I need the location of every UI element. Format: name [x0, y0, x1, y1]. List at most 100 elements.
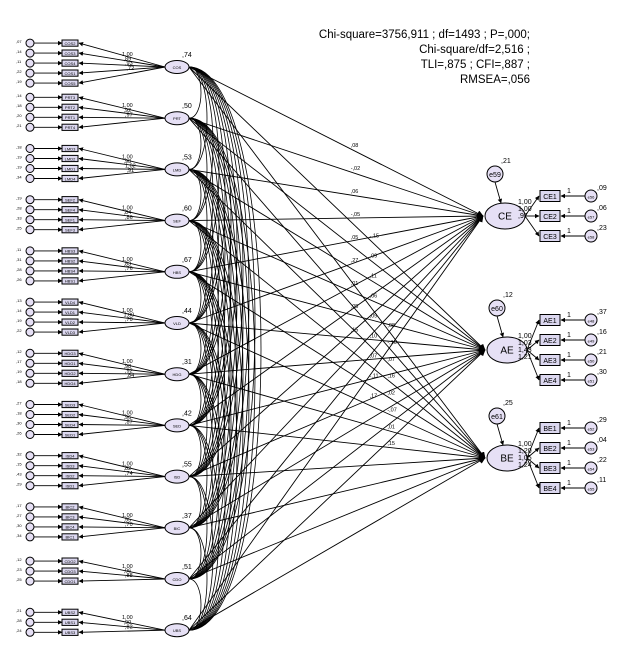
latent-vld	[164, 316, 190, 330]
error-term	[25, 430, 35, 439]
structural-path	[188, 215, 484, 631]
indicator-label: ISD4	[66, 454, 76, 459]
error-variance-label: ,19	[16, 79, 22, 84]
covariance-arc	[188, 578, 202, 631]
fixed-one-label: 1	[567, 480, 571, 487]
error-variance-label: ,31	[16, 257, 22, 262]
error-variance-label: ,23	[16, 567, 22, 572]
latent-variance-label: ,31	[182, 359, 192, 366]
loading-path	[78, 403, 166, 426]
path-coefficient-label: ,08	[351, 143, 359, 149]
indicator-box	[61, 247, 79, 255]
indicator-label: COS1	[65, 71, 77, 76]
error-term	[25, 348, 35, 358]
loading-label: ,98	[124, 159, 132, 165]
structural-path	[188, 322, 486, 459]
error-variance-label: ,18	[16, 103, 22, 108]
indicator-label: ISD3	[66, 464, 76, 469]
structural-path	[188, 348, 486, 426]
loading-label: ,92	[124, 108, 132, 114]
fixed-one-label: 1	[567, 460, 571, 467]
loading-path	[78, 168, 166, 181]
error-term	[25, 410, 35, 419]
indicator-label: BIC2	[66, 505, 76, 510]
error-term	[25, 174, 35, 183]
latent-variance-label: ,37	[182, 513, 192, 520]
latent-sed	[164, 418, 190, 433]
loading-label: ,83	[124, 261, 132, 267]
loading-path	[78, 352, 166, 375]
loading-label: 1,00	[518, 206, 532, 213]
indicator-label: COS4	[65, 61, 77, 66]
path-coefficient-label: ,08	[387, 323, 395, 329]
error-label: e49	[588, 339, 595, 344]
path-coefficient-label: ,06	[370, 294, 378, 300]
latent-label: SEF	[173, 219, 181, 224]
latent-variance-label: ,51	[182, 564, 192, 571]
loading-label: ,97	[518, 213, 528, 220]
path-coefficient-label: ,07	[370, 353, 378, 359]
indicator-box	[61, 482, 79, 490]
structural-path	[188, 457, 486, 580]
indicator-label: HDG3	[64, 351, 76, 356]
indicator-box	[61, 328, 79, 336]
error-term	[25, 607, 35, 617]
error-label: e55	[588, 487, 595, 492]
loading-path	[524, 215, 540, 237]
path-coefficient-label: ,02	[387, 391, 395, 397]
indicator-box	[61, 400, 79, 409]
indicator-label: CE2	[543, 214, 557, 221]
indicator-label: CE1	[543, 194, 557, 201]
error-term	[25, 471, 35, 481]
error-term	[25, 215, 35, 225]
indicator-label: LMD3	[65, 146, 76, 151]
loading-path	[78, 473, 166, 478]
error-variance-label: ,30	[597, 369, 607, 376]
latent-label: AE	[500, 346, 514, 357]
path-coefficient-label: ,09	[370, 254, 378, 260]
fit-line-3: TLI=,875 ; CFI=,887 ;	[420, 59, 530, 71]
latent-variance-label: ,50	[182, 103, 192, 110]
error-term	[25, 164, 35, 173]
structural-path	[188, 322, 486, 353]
error-term	[25, 368, 35, 378]
structural-path	[188, 66, 486, 459]
error-term	[25, 617, 35, 627]
error-term	[25, 48, 35, 58]
indicator-label: AE4	[543, 378, 556, 385]
loading-label: 1,00	[122, 410, 133, 416]
fit-line-4: RMSEA=,056	[460, 74, 530, 86]
indicator-label: SED3	[65, 402, 76, 407]
structural-path	[188, 271, 486, 459]
loading-path	[78, 268, 166, 274]
loading-path	[78, 42, 166, 68]
error-variance-label: ,11	[16, 247, 22, 252]
disturbance-variance-label: ,25	[503, 400, 513, 407]
path-coefficient-label: ,11	[370, 274, 377, 280]
loading-label: ,96	[124, 415, 132, 421]
latent-label: SED	[173, 423, 181, 428]
error-variance-label: ,34	[16, 533, 22, 538]
covariance-arcs	[188, 66, 262, 631]
error-term	[25, 58, 35, 68]
indicator-box	[539, 230, 561, 242]
loading-label: 1,00	[124, 313, 135, 319]
covariance-arc	[188, 169, 232, 477]
loading-label: ,92	[125, 368, 133, 374]
loading-label: 1,00	[122, 206, 133, 212]
latent-prt	[164, 111, 190, 126]
loading-label: ,84	[124, 210, 132, 216]
error-term	[25, 451, 35, 461]
loading-label: ,82	[124, 466, 132, 472]
indicator-label: COS2	[65, 41, 77, 46]
loading-path	[526, 457, 540, 489]
disturbance-path	[496, 315, 505, 338]
error-term	[25, 246, 35, 256]
loading-path	[524, 195, 540, 217]
loading-label: ,89	[124, 57, 132, 63]
indicator-box	[539, 354, 561, 366]
indicator-label: BE4	[543, 486, 556, 493]
loading-path	[78, 115, 166, 120]
loading-path	[78, 524, 166, 530]
error-term	[25, 297, 35, 307]
